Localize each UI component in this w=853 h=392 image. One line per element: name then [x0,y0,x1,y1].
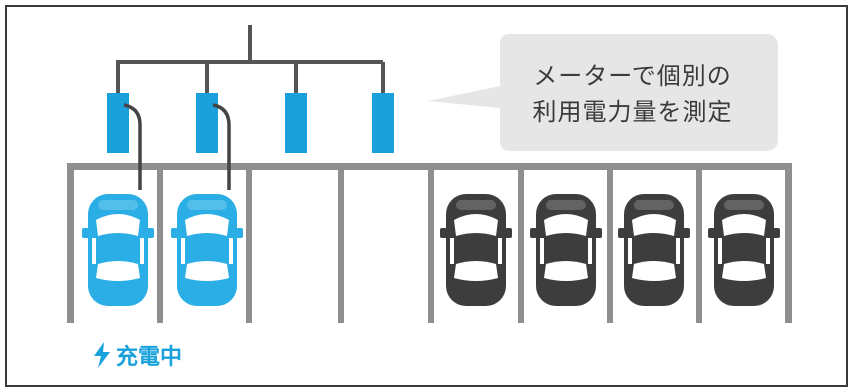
lightning-icon [94,342,110,368]
speech-bubble [428,34,778,151]
wiring-tree [116,25,385,93]
car-space-5 [440,194,512,306]
bubble-line-2: 利用電力量を測定 [532,98,733,126]
meter-4 [372,93,394,153]
car-space-2 [171,194,243,306]
car-space-6 [530,194,602,306]
car-space-8 [708,194,780,306]
parking-structure [67,163,792,323]
meter-2 [196,93,218,153]
charging-cables [123,103,231,190]
car-space-1 [82,194,154,306]
speech-bubble-text: メーターで個別の 利用電力量を測定 [505,58,760,130]
meter-group [107,93,394,153]
charging-status-label: 充電中 [116,345,183,370]
meter-3 [285,93,307,153]
car-space-7 [618,194,690,306]
charging-status: 充電中 [92,338,182,372]
meter-1 [107,93,129,153]
bubble-line-1: メーターで個別の [533,62,732,90]
